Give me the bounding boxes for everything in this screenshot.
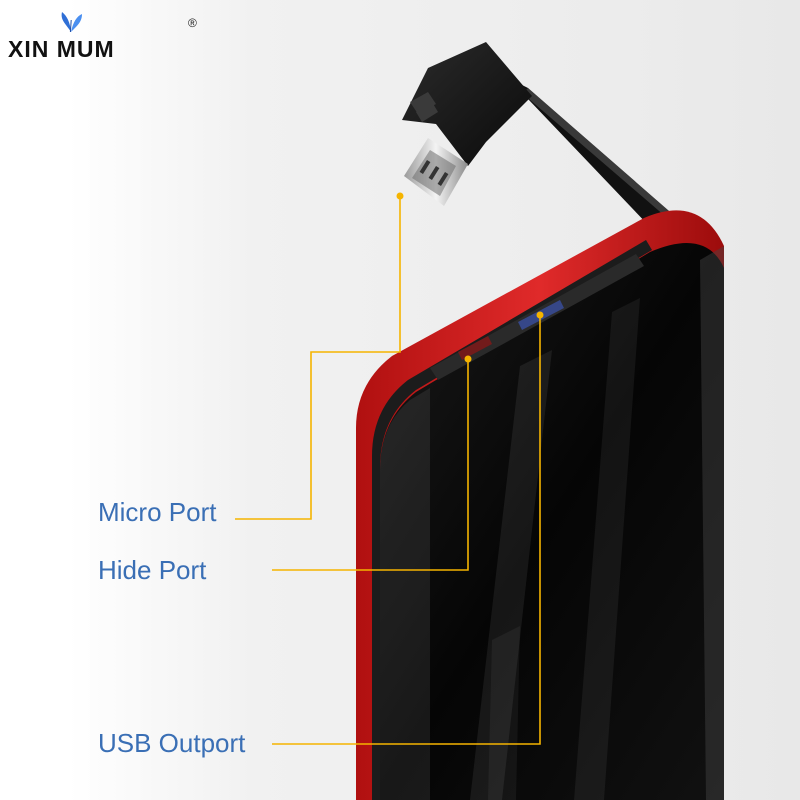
brand-logo: XIN MUM ® [8,10,208,62]
marker-usb-outport [536,311,544,319]
marker-hide-port [464,355,472,363]
leader-lines [235,198,541,745]
brand-name: XIN MUM [8,36,115,62]
leader-line-hide [272,360,469,571]
marker-micro-port [396,192,404,200]
callout-micro-port: Micro Port [98,497,217,527]
butterfly-icon [61,12,82,33]
leader-line-micro [235,198,401,520]
micro-usb-plug [402,42,532,206]
callout-usb-outport: USB Outport [98,728,246,758]
power-bank-face [380,243,724,800]
callout-hide-port: Hide Port [98,555,207,585]
registered-mark: ® [188,16,197,30]
leader-line-usb [272,316,541,745]
